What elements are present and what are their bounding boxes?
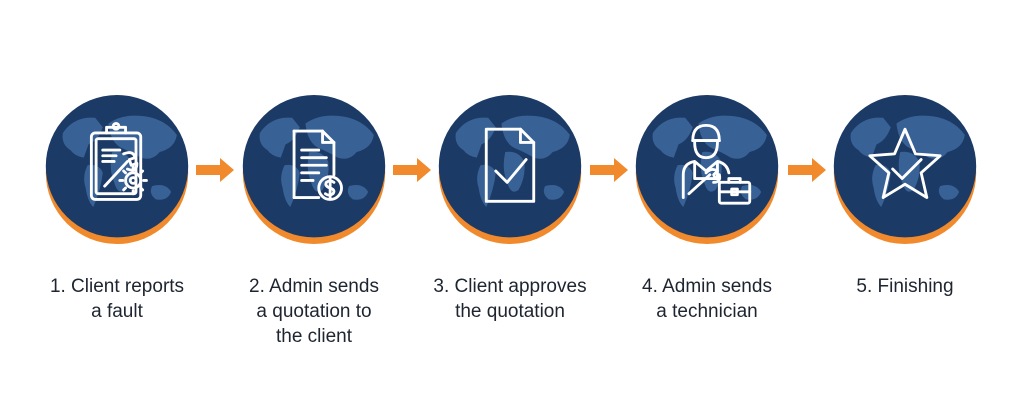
- step-label-line: 4. Admin sends: [642, 276, 772, 297]
- step-label-line: the client: [275, 326, 353, 347]
- arrow-right-icon: [196, 158, 234, 182]
- arrow-right-icon: [590, 158, 628, 182]
- step-label-line: 2. Admin sends: [249, 276, 379, 297]
- document-check-icon: [438, 95, 582, 245]
- step-label: 1. Client reports a fault: [17, 274, 217, 324]
- step-label-line: 1. Client reports: [49, 276, 185, 297]
- step-label-line: a technician: [656, 301, 758, 322]
- step-label-line: 3. Client approves: [433, 276, 587, 297]
- invoice-dollar-icon: [242, 95, 386, 245]
- arrow-right-icon: [788, 158, 826, 182]
- clipboard-wrench-gear-icon: [45, 95, 189, 245]
- arrow-right-icon: [393, 158, 431, 182]
- step-label: 2. Admin sends a quotation to the client: [214, 274, 414, 349]
- step-label-line: a quotation to: [256, 301, 372, 322]
- star-check-icon: [833, 95, 977, 245]
- step-label: 5. Finishing: [805, 274, 1005, 299]
- step-label: 4. Admin sends a technician: [607, 274, 807, 324]
- technician-toolbox-icon: [635, 95, 779, 245]
- step-label: 3. Client approves the quotation: [410, 274, 610, 324]
- step-label-line: a fault: [91, 301, 143, 322]
- step-label-line: 5. Finishing: [856, 276, 954, 297]
- step-label-line: the quotation: [455, 301, 565, 322]
